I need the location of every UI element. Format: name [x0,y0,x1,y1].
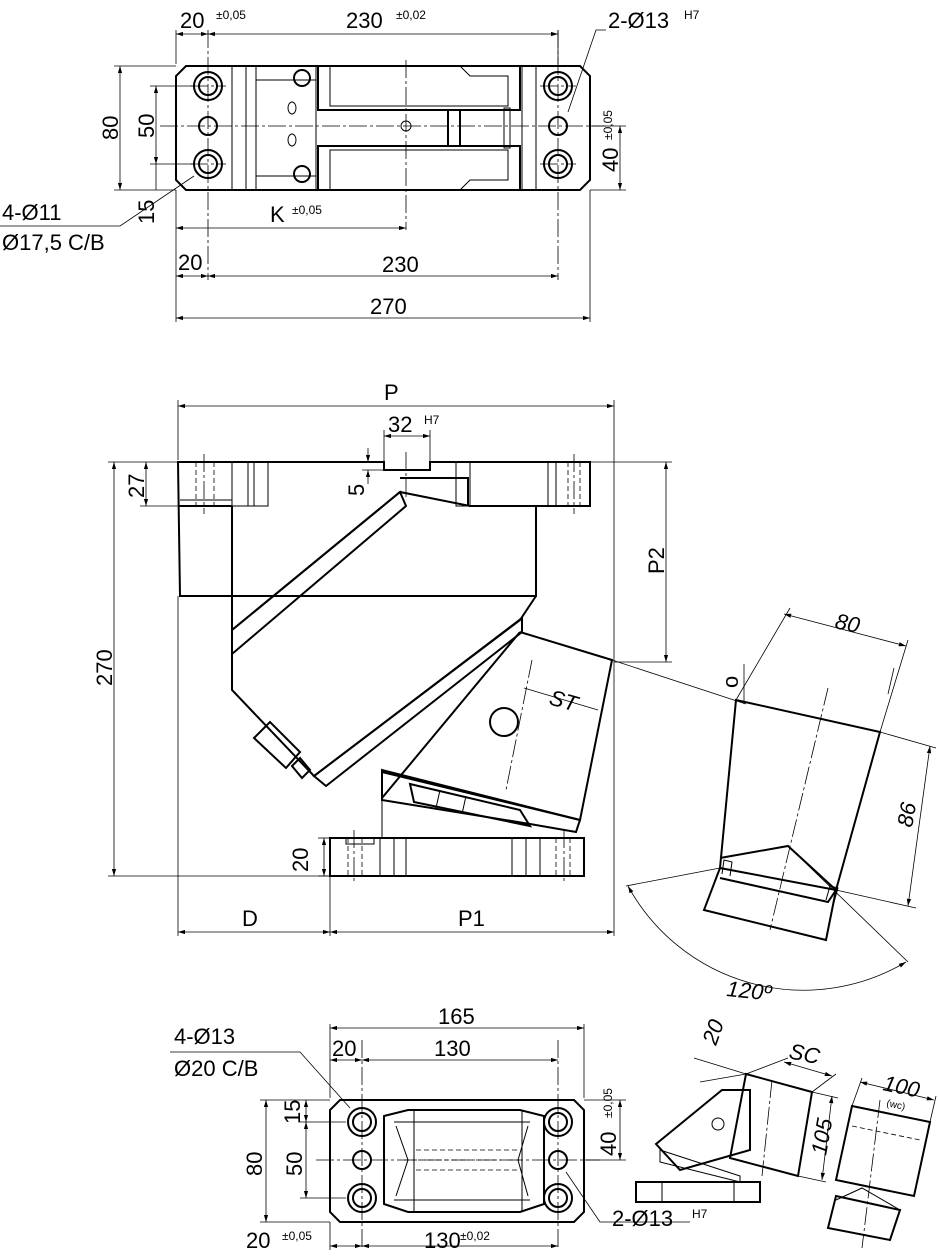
top-jaw-lower [317,145,521,191]
side-angled-body [231,490,537,778]
dim-270-top: 270 [370,294,407,319]
side-jaw-block [381,631,614,822]
holes-2-bottom: 2-Ø13 [612,1206,673,1231]
dim-P2: P2 [644,547,669,574]
tol-40-bottom: ±0,05 [601,1088,615,1118]
side-base [329,837,585,877]
wc-label: (wc) [885,1098,906,1113]
dim-230-top-b: 230 [382,252,419,277]
dim-80-detail: 80 [833,608,863,638]
dim-15-bottom: 15 [280,1100,305,1124]
tol-130-bottom-b: ±0,02 [460,1229,490,1243]
dim-ST: ST [547,685,582,717]
dim-20-bottom: 20 [332,1036,356,1061]
bottom-plate-outline [329,1099,585,1223]
dim-27: 27 [124,474,149,498]
small-jaw [834,1104,932,1198]
dim-86-detail: 86 [892,800,921,829]
dim-105: 105 [806,1116,837,1157]
dim-20-top-b: 20 [178,250,202,275]
holes-4-label: 4-Ø11 [2,200,62,225]
dim-130-bottom-b: 130 [424,1228,461,1253]
tol-20-bottom-b: ±0,05 [282,1229,312,1243]
side-pivot [489,707,519,737]
fit-32: H7 [424,413,440,427]
dim-80-bottom: 80 [242,1152,267,1176]
side-top-plate [176,461,591,597]
bottom-view: 165 4-Ø13 Ø20 C/B 20 130 15 80 50 40 ±0,… [170,1004,708,1253]
small-views: 20 SC 105 100 (wc) [635,1015,937,1249]
dim-230-top: 230 [346,8,383,33]
dim-32: 32 [388,412,412,437]
holes-4-bottom: 4-Ø13 [174,1024,235,1049]
dim-15-top: 15 [134,200,159,224]
dim-40-top: 40 [598,148,623,172]
small-vise-base [635,1181,761,1203]
dim-20-small: 20 [697,1015,729,1048]
dim-5: 5 [344,484,369,496]
side-crank [252,720,302,770]
top-plate-outline [175,65,591,191]
counterbore-bottom: Ø20 C/B [174,1056,258,1081]
dim-130-bottom: 130 [434,1036,471,1061]
dim-270-side: 270 [92,649,117,686]
dim-50-top: 50 [134,114,159,138]
top-jaw-upper [317,65,521,111]
angle-120: 120º [725,976,773,1006]
holes-2-fit: H7 [684,8,700,22]
holes-2-fit-bottom: H7 [692,1207,708,1221]
dim-P1: P1 [458,906,485,931]
holes-2-label: 2-Ø13 [608,8,669,33]
detail-view: 80 86 120º [625,607,937,1006]
dim-o: o [718,676,743,688]
dim-20-top: 20 [180,8,204,33]
counterbore-label: Ø17,5 C/B [2,230,105,255]
dim-20-bottom-b: 20 [246,1228,270,1253]
dim-80-top: 80 [98,116,123,140]
dim-40-bottom: 40 [596,1132,621,1156]
detail-jaw-body [718,698,882,892]
dim-50-bottom: 50 [282,1152,307,1176]
tol-20-top: ±0,05 [216,8,246,22]
dim-165: 165 [438,1004,475,1029]
dim-D: D [242,906,258,931]
tol-K: ±0,05 [292,203,322,217]
side-view: P 32 H7 5 27 270 P2 o ST 20 D P1 [92,380,747,936]
dim-SC: SC [787,1038,822,1069]
tol-230-top: ±0,02 [396,8,426,22]
dim-K: K [270,202,285,227]
dim-P: P [384,380,399,405]
top-view: 20 ±0,05 230 ±0,02 2-Ø13 H7 80 50 40 ±0,… [0,8,700,322]
tol-40-top: ±0,05 [601,110,615,140]
dim-20-side: 20 [288,848,313,872]
